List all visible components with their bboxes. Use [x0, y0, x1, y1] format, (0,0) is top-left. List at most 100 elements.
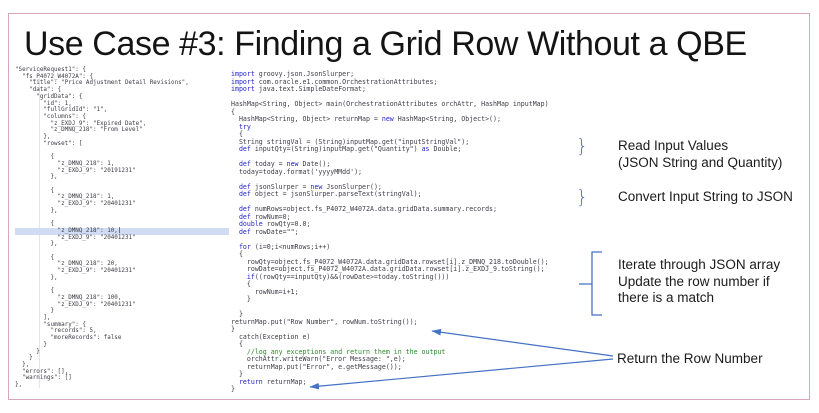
json-line: "z_DMNQ_218": 1, [15, 194, 115, 201]
code-line: try [238, 122, 251, 131]
code-line: } [231, 325, 235, 333]
code-line: import java.text.SimpleDateFormat; [231, 85, 366, 93]
brace-read-inputs: } [576, 135, 589, 157]
json-line: } [15, 355, 33, 362]
json-line: }, [15, 174, 58, 181]
page-title: Use Case #3: Finding a Grid Row Without … [24, 25, 747, 63]
code-line: { [231, 250, 243, 258]
json-line: }, [15, 207, 58, 214]
json-line [15, 181, 229, 188]
code-line: def inputQty=(String)inputMap.get("Quant… [238, 145, 462, 153]
json-line: ], [15, 315, 51, 322]
code-line: for (i=0;i<numRows;i++) [238, 242, 331, 251]
json-line: "z_EXDJ_9": "20401231" [15, 301, 136, 308]
json-line: } [15, 341, 47, 348]
json-line: } [15, 348, 40, 355]
json-line: "fs_P4072_W4072A": { [15, 73, 94, 80]
json-line: { [15, 187, 55, 194]
groovy-script-panel: import groovy.json.JsonSlurper;import co… [231, 70, 611, 394]
code-line: returnMap.put("Error", e.getMessage()); [231, 362, 402, 371]
json-line: "title": "Price Adjustment Detail Revisi… [15, 80, 189, 87]
json-line: { [15, 221, 55, 228]
annotation-line: Update the row number if [618, 273, 770, 289]
json-line: } [15, 308, 55, 315]
json-line: }, [15, 241, 58, 248]
json-line: "ServiceRequest1": { [15, 67, 86, 73]
annotation-read-input-values: Read Input Values (JSON String and Quant… [618, 138, 782, 171]
code-line: HashMap<String, Object> returnMap = new … [231, 115, 501, 123]
code-line: String stringVal = (String)inputMap.get(… [231, 137, 470, 146]
annotation-line: Iterate through JSON array [618, 257, 781, 272]
code-line: double rowQty=0.0; [238, 220, 311, 228]
code-line: catch(Exception e) [231, 332, 311, 341]
json-line: "z_DMNQ_218": 20, [15, 261, 118, 268]
code-line: { [231, 130, 243, 138]
json-line: { [15, 154, 55, 161]
json-line [15, 282, 229, 289]
code-line: } [231, 385, 235, 393]
annotation-return-row-number: Return the Row Number [617, 351, 763, 368]
json-line: }, [15, 382, 23, 389]
json-line: "gridData": { [15, 93, 83, 100]
json-line: }, [15, 361, 30, 368]
json-line: "z_DMNQ_218": "From Level" [15, 127, 143, 134]
code-line: returnMap.put("Row Number", rowNum.toStr… [231, 317, 418, 326]
json-request-panel: "ServiceRequest1": { "fs_P4072_W4072A": … [15, 67, 229, 389]
code-line: } [231, 295, 251, 303]
code-line: def today = new Date(); [238, 160, 331, 168]
json-line: "z_EXDJ_9": "20191231" [15, 167, 136, 174]
brace-convert-string: } [576, 186, 589, 208]
code-line: def rowDate=""; [238, 227, 299, 236]
text-cursor: | [117, 227, 122, 234]
code-line: import groovy.json.JsonSlurper; [231, 70, 355, 78]
json-line: "z_EXDJ_9": "20401231" [15, 201, 136, 208]
annotation-line: Return the Row Number [617, 351, 763, 366]
code-line: def object = jsonSlurper.parseText(strin… [238, 190, 422, 198]
json-line: { [15, 288, 55, 295]
code-line: { [231, 280, 251, 288]
code-line: today=today.format('yyyyMMdd'); [231, 167, 363, 176]
code-line: rowNum=i+1; [231, 287, 299, 296]
json-line: "fullGridId": "1", [15, 107, 108, 114]
code-line: rowDate=object.fs_P4072_W4072A.data.grid… [231, 265, 545, 273]
annotation-convert-input-string: Convert Input String to JSON [618, 189, 793, 206]
code-line: rowQty=object.fs_P4072_W4072A.data.gridD… [231, 257, 549, 266]
json-line: "errors": [], [15, 368, 69, 375]
json-line: "z_DMNQ_218": 1, [15, 160, 115, 167]
json-line: }, [15, 134, 51, 141]
annotation-iterate-json-array: Iterate through JSON array Update the ro… [618, 257, 780, 307]
json-line: "data": { [15, 87, 62, 94]
json-line: "records": 5, [15, 328, 97, 335]
annotation-line: Read Input Values [618, 138, 729, 153]
annotation-line: Convert Input String to JSON [618, 189, 793, 204]
annotation-line: there is a match [618, 290, 715, 305]
code-line: import com.oracle.e1.common.Orchestratio… [231, 77, 438, 86]
code-line [231, 304, 611, 312]
annotation-line: (JSON String and Quantity) [618, 154, 783, 170]
code-line: } [231, 310, 243, 318]
json-line: "z_EXDJ_9": "20401231" [15, 268, 136, 275]
code-line: def numRows=object.fs_P4072_W4072A.data.… [238, 205, 498, 213]
json-line: "z_DMNQ_218": 100, [15, 294, 122, 301]
code-line: return returnMap; [238, 377, 307, 386]
json-line: { [15, 254, 55, 261]
code-line: { [231, 107, 235, 116]
json-line: }, [15, 274, 58, 281]
json-line: "moreRecords": false [15, 335, 122, 342]
json-line: "summary": { [15, 321, 86, 328]
code-line: { [231, 340, 243, 348]
code-line: def jsonSlurper = new JsonSlurper(); [238, 182, 382, 191]
code-line: if((rowQty==inputQty)&&(rowDate>=today.t… [246, 272, 450, 281]
json-line: "rowset": [ [15, 140, 83, 147]
code-line: def rowNum=0; [238, 212, 291, 221]
code-line: HashMap<String, Object> main(Orchestrati… [231, 100, 549, 108]
json-line: "z_EXDJ_9": "20401231" [15, 234, 136, 241]
json-line: "z_EXDJ_9": "Expired Date", [15, 120, 147, 127]
json-line: "id": 1, [15, 100, 72, 107]
json-line [15, 248, 229, 255]
json-line: "warnings": [] [15, 375, 72, 382]
code-line: } [231, 370, 243, 378]
json-line: "z_DMNQ_218": 10,| [15, 227, 229, 235]
json-line: "columns": { [15, 113, 86, 120]
